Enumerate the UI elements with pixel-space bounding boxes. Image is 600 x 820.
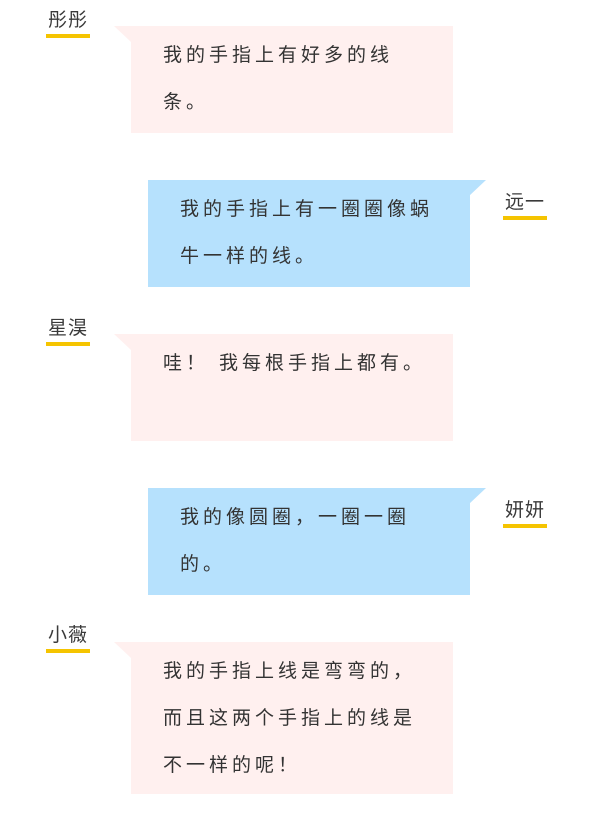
bubble-tail [469, 488, 486, 504]
bubble-tail [114, 26, 131, 42]
speaker-name: 小薇 [46, 623, 91, 653]
bubble-tail [469, 180, 486, 196]
chat-bubble: 哇！ 我每根手指上都有。 [131, 334, 453, 441]
speaker-name: 彤彤 [46, 8, 91, 38]
chat-bubble: 我的手指上有好多的线条。 [131, 26, 453, 133]
bubble-tail [114, 642, 131, 658]
speaker-name: 妍妍 [503, 498, 548, 528]
speaker-name: 远一 [503, 190, 548, 220]
chat-bubble: 我的手指上有一圈圈像蜗牛一样的线。 [148, 180, 470, 287]
speaker-name: 星淏 [46, 316, 91, 346]
chat-bubble: 我的像圆圈，一圈一圈的。 [148, 488, 470, 595]
bubble-tail [114, 334, 131, 350]
chat-bubble: 我的手指上线是弯弯的，而且这两个手指上的线是不一样的呢！ [131, 642, 453, 794]
